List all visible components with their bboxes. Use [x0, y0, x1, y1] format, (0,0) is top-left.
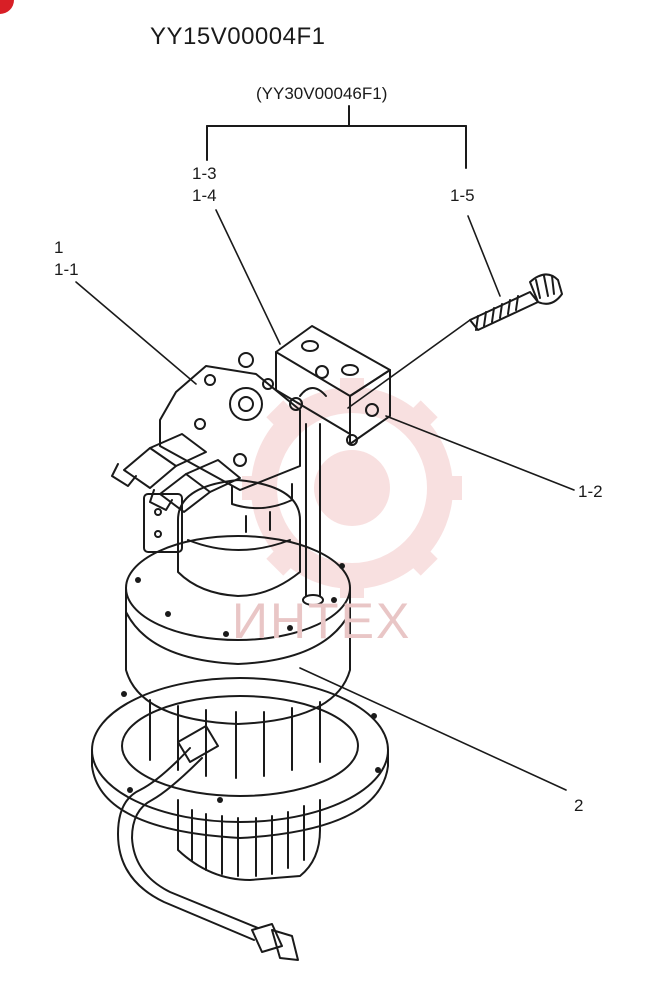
callout-2: 2 — [574, 796, 584, 815]
callout-1-5: 1-5 — [450, 186, 475, 205]
pilot-tube — [299, 387, 327, 606]
drain-hose — [117, 725, 299, 961]
swing-motor-body — [143, 479, 301, 597]
valve-plate — [275, 325, 391, 446]
drawing-title: YY15V00004F1 — [150, 23, 326, 50]
callout-1-3: 1-3 — [192, 164, 217, 183]
callout-1-2: 1-2 — [578, 482, 603, 501]
assembly-label: (YY30V00046F1) — [256, 84, 388, 103]
leader-lines — [75, 209, 575, 791]
callout-1-4: 1-4 — [192, 186, 217, 205]
swing-reduction-gear — [91, 535, 389, 881]
socket-bolt — [469, 273, 563, 331]
watermark-text: ИНТЕХ — [232, 593, 412, 649]
relief-valve-block — [111, 352, 303, 513]
assembly-bracket — [206, 105, 467, 169]
callout-1-1: 1-1 — [54, 260, 79, 279]
callout-1: 1 — [54, 238, 64, 257]
